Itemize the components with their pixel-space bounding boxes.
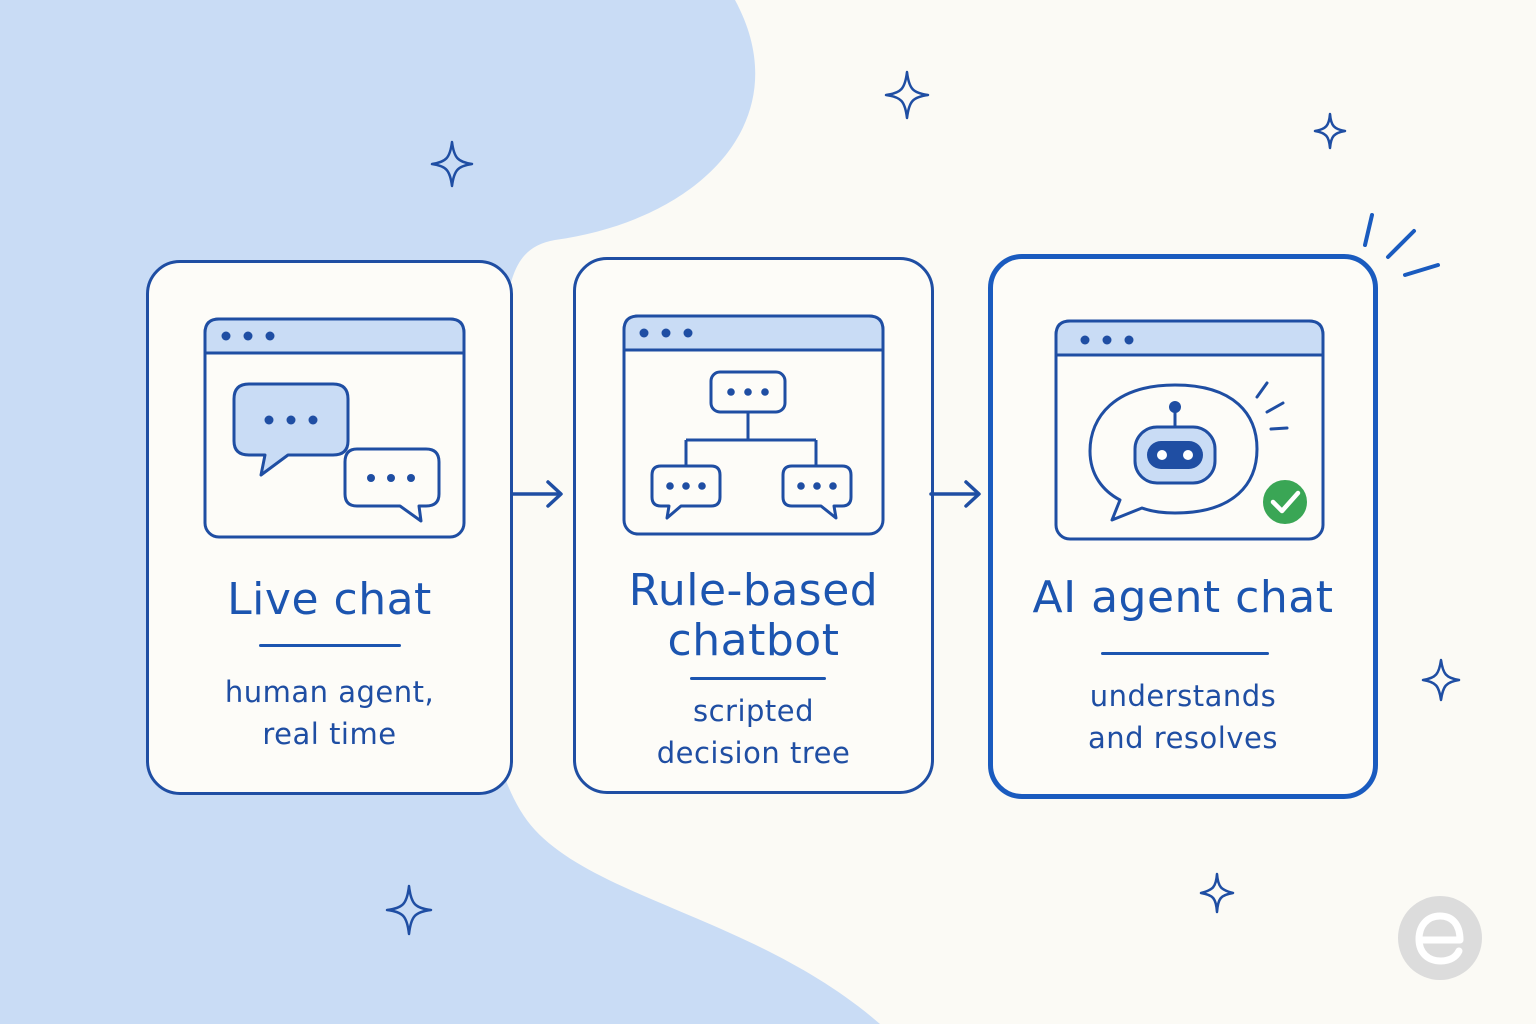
sparkle-icon: [1313, 112, 1347, 150]
stage-title: Live chat: [227, 574, 432, 625]
stage-title: AI agent chat: [1032, 572, 1334, 623]
title-underline: [259, 644, 401, 647]
robot-chat-icon: [1054, 319, 1325, 541]
sparkle-icon: [884, 70, 930, 120]
highlight-burst-icon: [1363, 213, 1440, 277]
stage-description: scripted decision tree: [656, 694, 851, 770]
stage-title: Rule-based chatbot: [628, 565, 879, 666]
sparkle-icon: [1199, 872, 1235, 914]
title-underline: [1101, 652, 1269, 655]
title-underline: [690, 677, 826, 680]
stage-card-live-chat: Live chat human agent, real time: [146, 260, 513, 795]
stage-description: understands and resolves: [1088, 679, 1278, 755]
arrow-right-icon: [929, 480, 981, 508]
stage-card-ai-agent-chat: AI agent chat understands and resolves: [988, 254, 1378, 799]
sparkle-icon: [430, 140, 474, 188]
sparkle-icon: [1421, 658, 1461, 702]
decision-tree-icon: [622, 314, 885, 536]
logo-e-icon: [1398, 896, 1482, 980]
two-chat-bubbles-icon: [203, 317, 466, 539]
sparkle-icon: [385, 884, 433, 936]
stage-description: human agent, real time: [224, 675, 435, 751]
stage-card-rule-based-chatbot: Rule-based chatbot scripted decision tre…: [573, 257, 934, 794]
arrow-right-icon: [511, 480, 563, 508]
